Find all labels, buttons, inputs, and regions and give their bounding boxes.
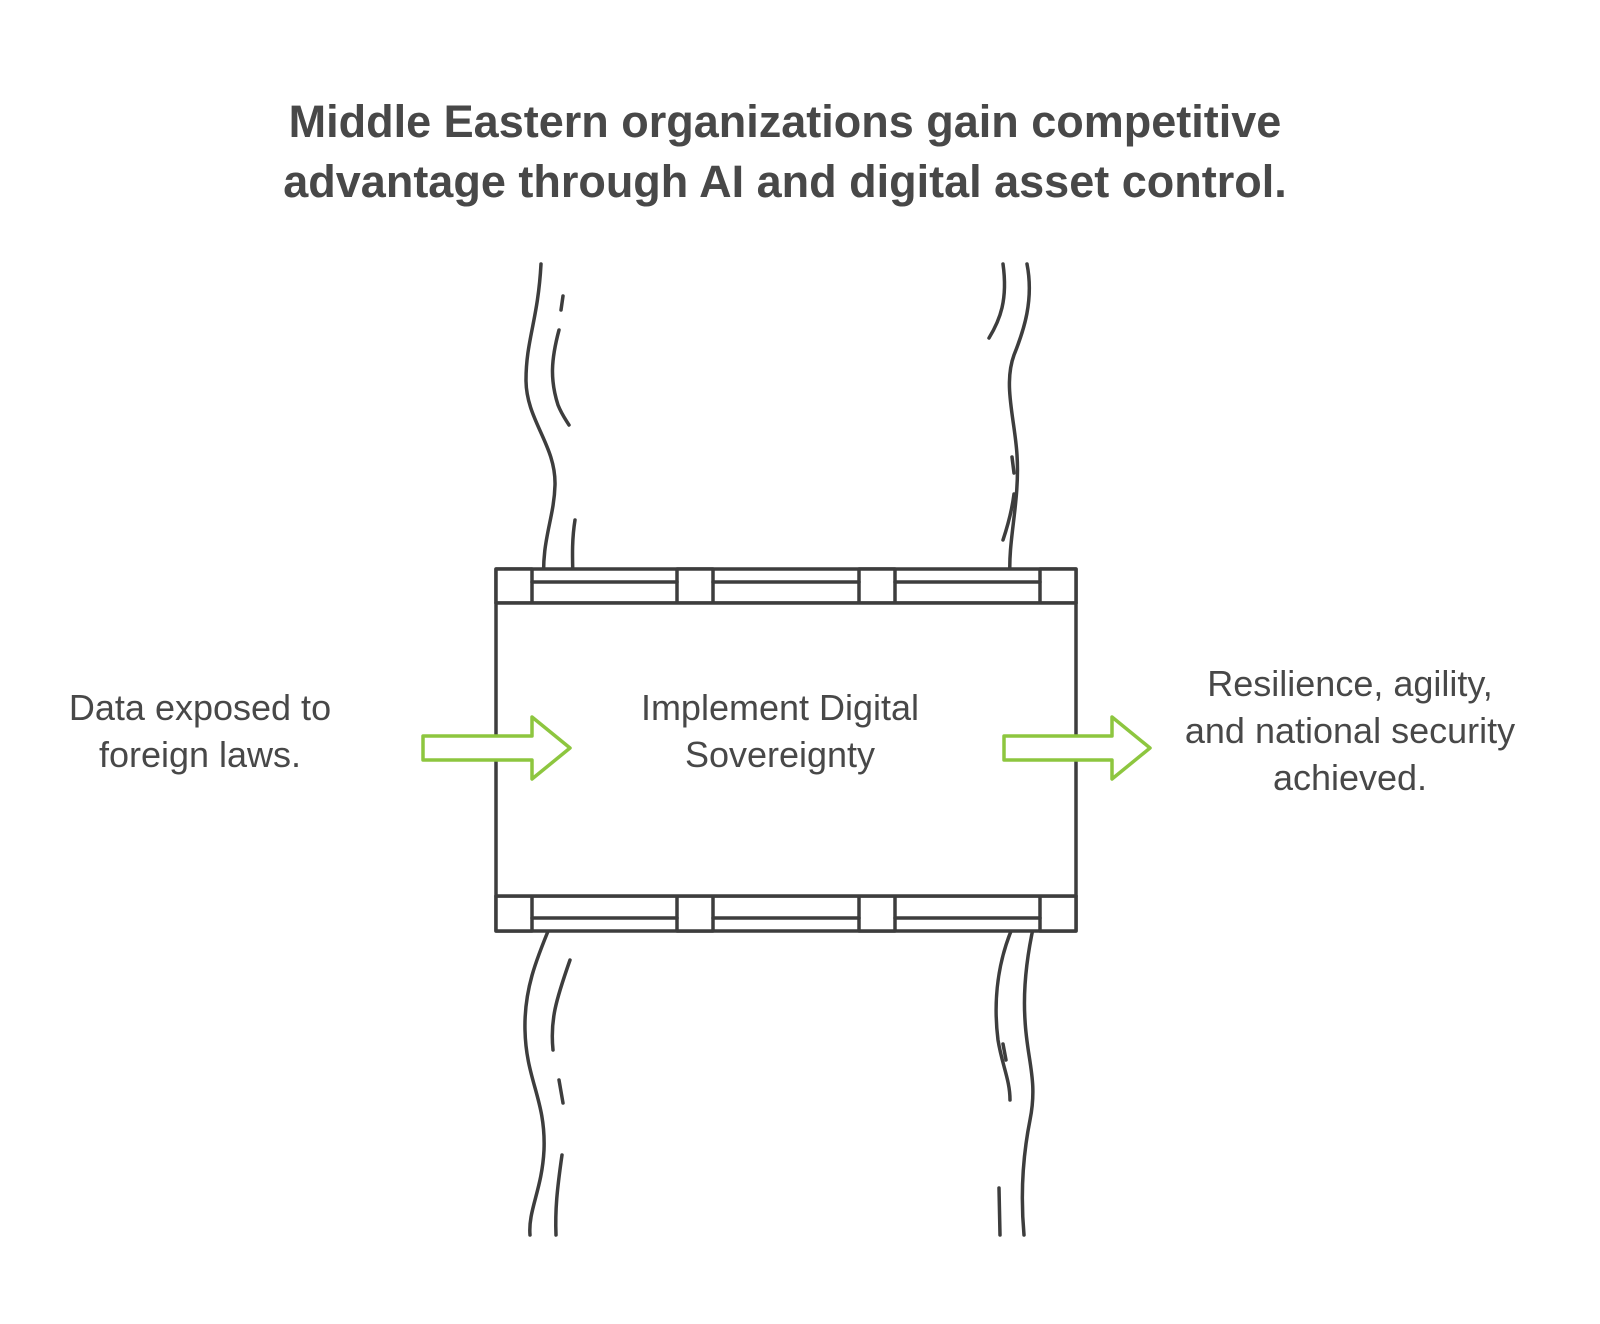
output-label: Resilience, agility, and national securi… [1140, 660, 1560, 801]
input-line-2: foreign laws. [98, 734, 302, 775]
stream-top-right [987, 262, 1032, 577]
top-rail [494, 567, 1078, 605]
stream-top-left [524, 262, 577, 587]
output-line-2: and national security [1184, 710, 1516, 751]
input-arrow [421, 715, 572, 781]
output-line-3: achieved. [1272, 757, 1428, 798]
stream-bottom-right [994, 922, 1036, 1237]
bottom-rail [494, 894, 1078, 933]
input-line-1: Data exposed to [68, 687, 332, 728]
stream-bottom-left [523, 922, 572, 1237]
process-label: Implement Digital Sovereignty [560, 684, 1000, 778]
diagram-title: Middle Eastern organizations gain compet… [0, 92, 1570, 212]
output-line-1: Resilience, agility, [1207, 663, 1493, 704]
title-line-1: Middle Eastern organizations gain compet… [288, 96, 1282, 147]
input-label: Data exposed to foreign laws. [30, 684, 370, 778]
process-line-2: Sovereignty [684, 734, 876, 775]
output-arrow [1002, 715, 1152, 781]
process-line-1: Implement Digital [640, 687, 920, 728]
title-line-2: advantage through AI and digital asset c… [283, 156, 1287, 207]
